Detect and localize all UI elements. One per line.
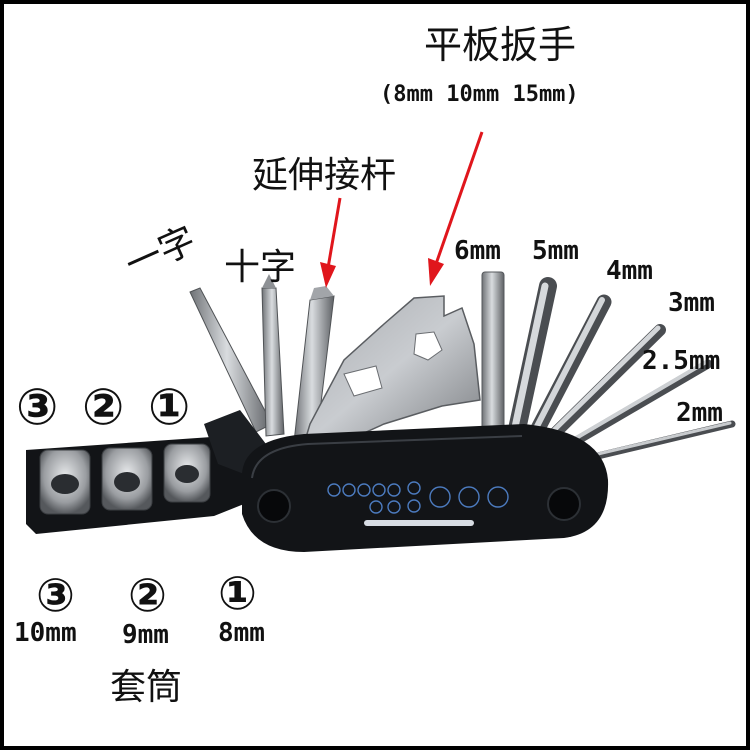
- phillips-label: 十字: [224, 247, 297, 288]
- hex-key-4mm: [524, 294, 612, 448]
- socket-caption: 套筒: [110, 667, 183, 708]
- socket-size-10mm: 10mm: [14, 618, 77, 648]
- hex-key-3mm: [538, 324, 666, 450]
- flat-wrench-plate: [302, 295, 481, 445]
- tool-body: [242, 424, 609, 552]
- arrow-extension-rod: [320, 197, 342, 288]
- extension-rod-label: 延伸接杆: [252, 155, 397, 196]
- socket-10mm: [39, 449, 91, 515]
- size-markings: [327, 481, 509, 526]
- phillips-bit: [261, 274, 285, 437]
- flathead-bit: [189, 287, 273, 433]
- socket-size-9mm: 9mm: [122, 620, 169, 650]
- socket-9mm: [101, 447, 153, 511]
- hex-key-label-2-5mm: 2.5mm: [642, 346, 721, 376]
- socket-bottom-number-3: ③: [36, 568, 75, 622]
- hex-key-label-3mm: 3mm: [668, 288, 715, 318]
- socket-top-number-3: ③: [16, 378, 59, 436]
- socket-bottom-number-1: ①: [218, 566, 257, 620]
- hex-key-label-2mm: 2mm: [676, 398, 723, 428]
- flat-wrench-sizes: (8mm 10mm 15mm): [380, 82, 579, 107]
- socket-top-number-1: ①: [148, 378, 191, 436]
- socket-size-8mm: 8mm: [218, 618, 265, 648]
- socket-bottom-number-2: ②: [128, 568, 167, 622]
- socket-top-number-2: ②: [82, 378, 125, 436]
- hex-key-label-4mm: 4mm: [606, 256, 653, 286]
- flat-wrench-label: 平板扳手: [424, 23, 577, 67]
- hex-key-label-6mm: 6mm: [454, 236, 501, 266]
- arrow-flat-wrench: [428, 131, 484, 286]
- multitool-photo: [26, 131, 736, 552]
- hex-key-label-5mm: 5mm: [532, 236, 579, 266]
- hex-key-5mm: [507, 277, 557, 443]
- socket-8mm: [163, 443, 211, 503]
- hex-key-6mm: [481, 271, 505, 443]
